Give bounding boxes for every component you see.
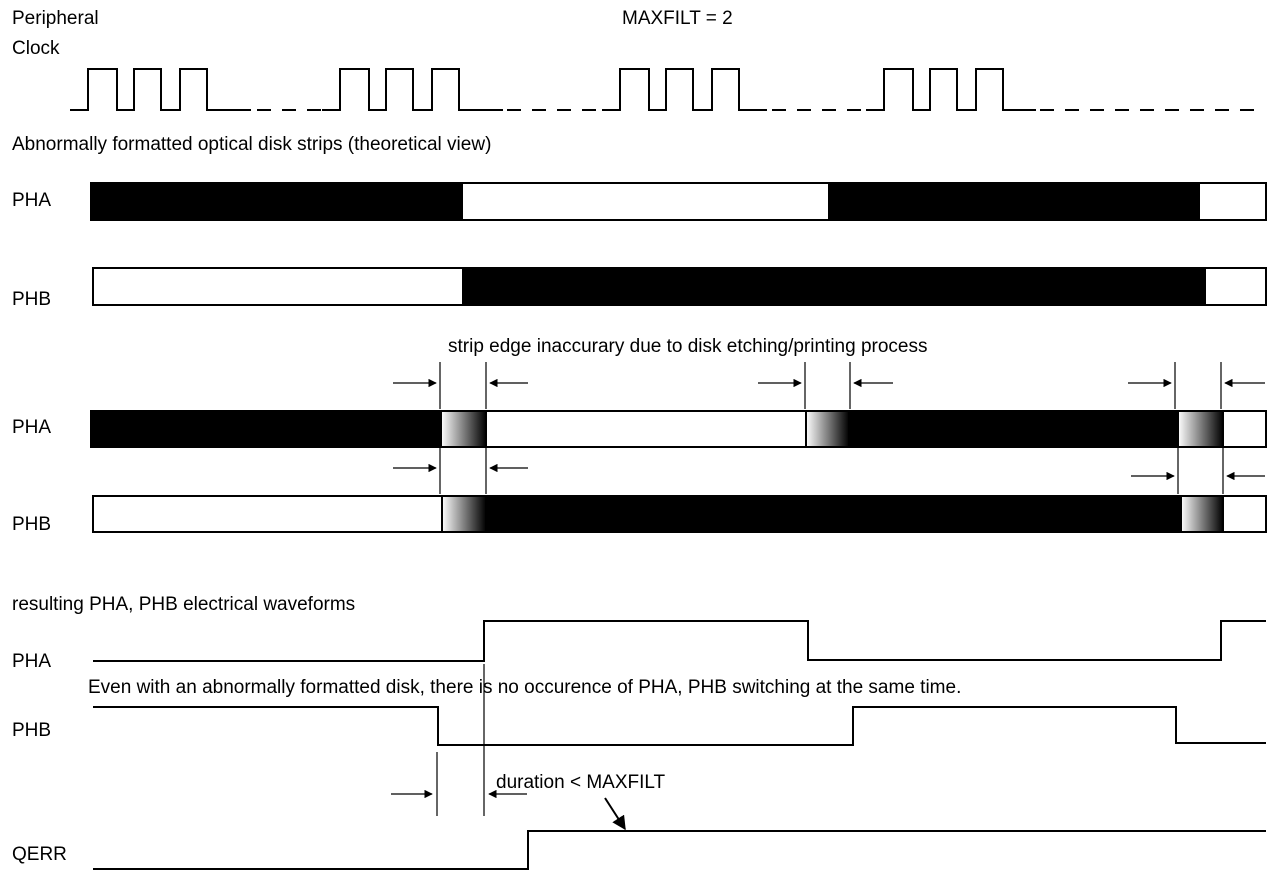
pha-edge-transition-zone bbox=[1177, 410, 1224, 448]
phb-label-waveform: PHB bbox=[12, 720, 51, 741]
pha-strip-dark-segment bbox=[90, 410, 442, 448]
clock-burst-1 bbox=[70, 68, 251, 111]
duration-note: duration < MAXFILT bbox=[496, 772, 666, 793]
clock-label-line1: Peripheral bbox=[12, 8, 99, 29]
pulse-duration-indicator bbox=[391, 664, 527, 816]
clock-burst-4 bbox=[866, 68, 1036, 111]
theoretical-view-title: Abnormally formatted optical disk strips… bbox=[12, 134, 491, 155]
qerr-label: QERR bbox=[12, 844, 67, 865]
phb-label-inaccuracy: PHB bbox=[12, 514, 51, 535]
peripheral-clock-waveform bbox=[70, 68, 1262, 111]
phb-label-theoretical: PHB bbox=[12, 289, 51, 310]
pha-strip-inaccuracy bbox=[90, 410, 1267, 448]
phb-strip-dark-segment bbox=[462, 267, 1206, 306]
pha-strip-dark-segment bbox=[828, 182, 1200, 221]
phb-strip-theoretical bbox=[92, 267, 1267, 306]
clock-burst-3 bbox=[602, 68, 767, 111]
callout-arrow-icon bbox=[604, 797, 626, 831]
pha-edge-transition-zone bbox=[805, 410, 850, 448]
clock-label-line2: Clock bbox=[12, 38, 60, 59]
pha-label-inaccuracy: PHA bbox=[12, 417, 51, 438]
pha-waveform bbox=[93, 620, 1266, 662]
clock-burst-2 bbox=[322, 68, 503, 111]
pha-edge-transition-zone bbox=[440, 410, 487, 448]
phb-edge-transition-zone bbox=[441, 495, 487, 533]
phb-strip-dark-segment bbox=[485, 495, 1182, 533]
waveforms-title: resulting PHA, PHB electrical waveforms bbox=[12, 594, 355, 615]
qerr-waveform bbox=[93, 830, 1266, 870]
pha-strip-theoretical bbox=[90, 182, 1267, 221]
no-simultaneous-switch-note: Even with an abnormally formatted disk, … bbox=[88, 677, 961, 698]
phb-waveform bbox=[93, 706, 1266, 746]
maxfilt-label: MAXFILT = 2 bbox=[622, 8, 733, 29]
phb-strip-inaccuracy bbox=[92, 495, 1267, 533]
pha-strip-dark-segment bbox=[90, 182, 463, 221]
edge-width-indicators bbox=[393, 362, 1265, 494]
pha-label-waveform: PHA bbox=[12, 651, 51, 672]
pha-label-theoretical: PHA bbox=[12, 190, 51, 211]
phb-edge-transition-zone bbox=[1180, 495, 1224, 533]
inaccuracy-title: strip edge inaccurary due to disk etchin… bbox=[448, 336, 927, 357]
pha-strip-dark-segment bbox=[848, 410, 1179, 448]
